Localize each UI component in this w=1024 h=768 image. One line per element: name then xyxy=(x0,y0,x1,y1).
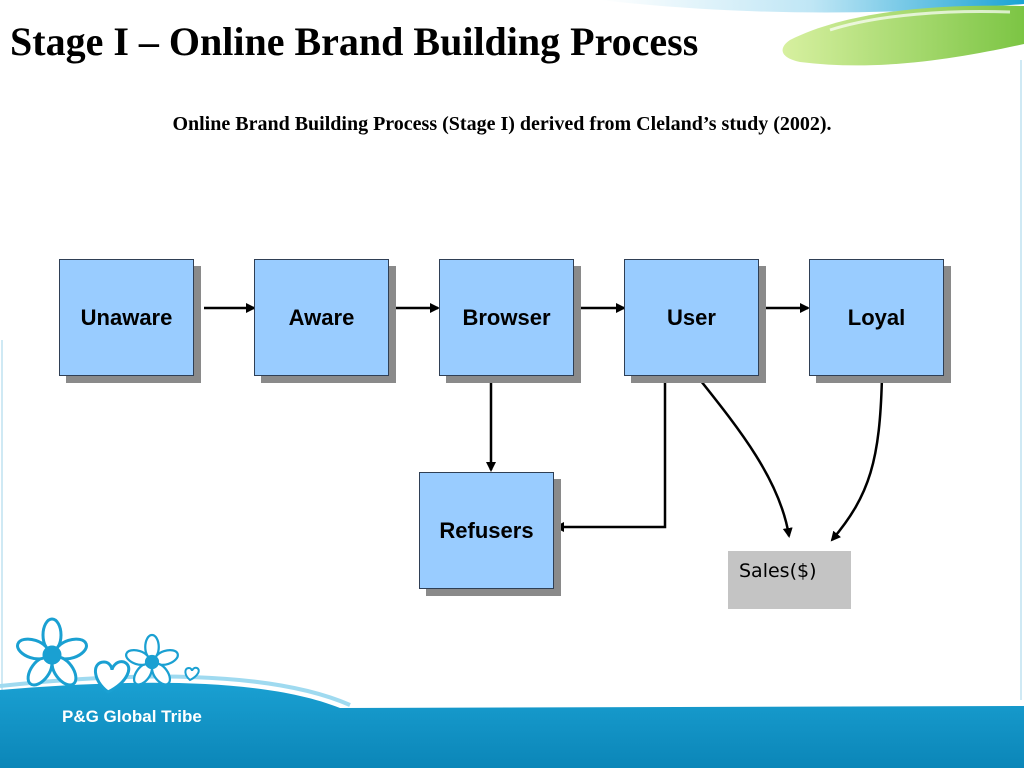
slide-subtitle: Online Brand Building Process (Stage I) … xyxy=(172,113,832,135)
sales-box: Sales($) xyxy=(728,551,851,609)
stage-label: Loyal xyxy=(847,304,906,330)
arrow-user-to-sales xyxy=(696,375,793,538)
stage-box-unaware: Unaware xyxy=(59,259,194,376)
refusers-box: Refusers xyxy=(419,472,554,589)
refusers-label: Refusers xyxy=(439,517,534,543)
slide-title: Stage I – Online Brand Building Process xyxy=(10,19,699,64)
sales-label: Sales($) xyxy=(739,560,817,582)
flower-decoration xyxy=(16,617,200,694)
bottom-teal-band xyxy=(0,682,1024,768)
stage-box-browser: Browser xyxy=(439,259,574,376)
arrow-user-to-refusers xyxy=(554,376,667,532)
stage-label: Unaware xyxy=(80,304,173,330)
footer-brand: P&G Global Tribe xyxy=(62,707,202,726)
stage-box-aware: Aware xyxy=(254,259,389,376)
stage-label: Aware xyxy=(288,304,355,330)
top-green-swoosh xyxy=(782,5,1024,66)
stage-label: Browser xyxy=(462,304,551,330)
stage-box-user: User xyxy=(624,259,759,376)
stage-box-loyal: Loyal xyxy=(809,259,944,376)
heart-decoration xyxy=(94,660,131,694)
arrow-loyal-to-sales xyxy=(830,375,884,542)
stage-label: User xyxy=(667,304,716,330)
